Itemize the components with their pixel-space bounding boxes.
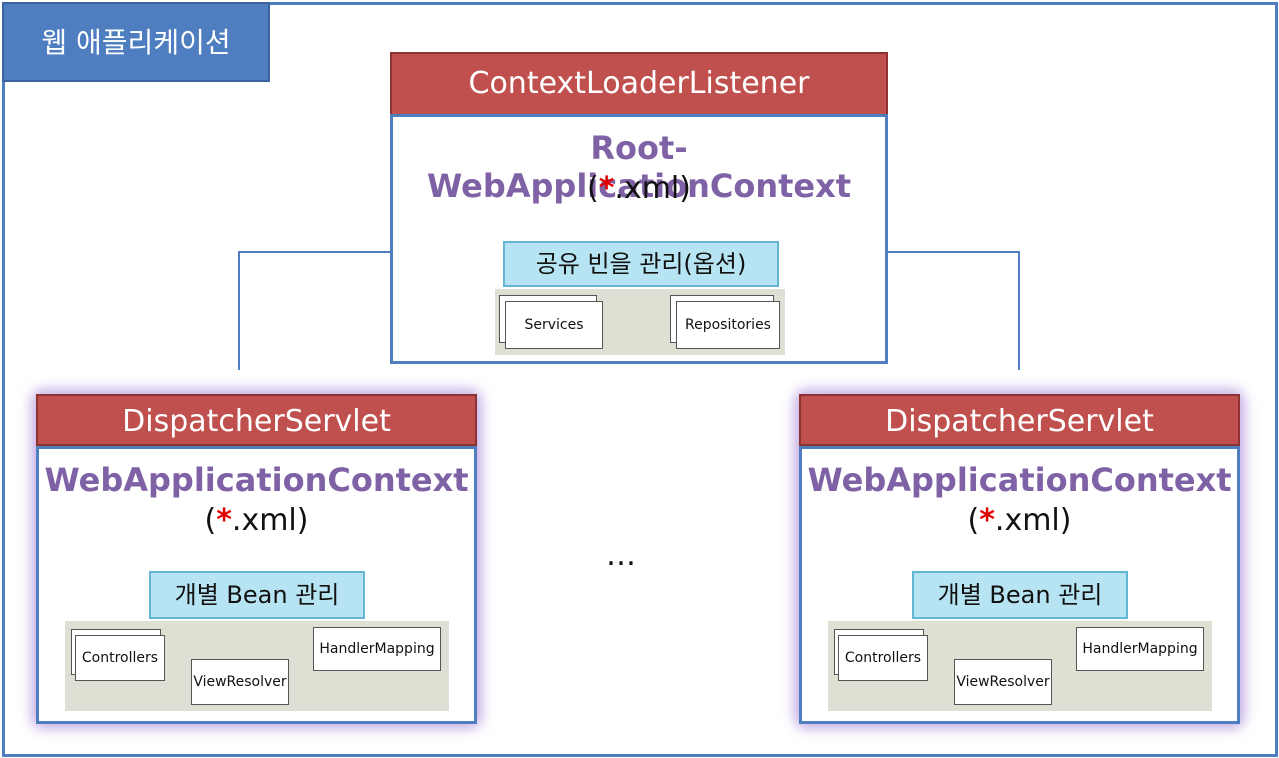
- right-web-context-box: WebApplicationContext (*.xml) 개별 Bean 관리…: [799, 446, 1240, 724]
- xml-wildcard-star: *: [216, 503, 232, 538]
- root-context-xml: (*.xml): [587, 171, 691, 206]
- left-viewresolver-component: ViewResolver: [191, 659, 289, 705]
- right-individual-bean-management-label: 개별 Bean 관리: [912, 571, 1128, 619]
- shared-bean-management-label: 공유 빈을 관리(옵션): [503, 241, 779, 287]
- connector-root-to-left-dispatcher: [238, 251, 392, 370]
- left-individual-bean-management-label: 개별 Bean 관리: [149, 571, 365, 619]
- right-controllers-label: Controllers: [838, 635, 928, 681]
- root-context-name: Root-WebApplicationContext: [426, 129, 852, 205]
- context-loader-listener-bar: ContextLoaderListener: [390, 52, 888, 116]
- left-web-context-xml: (*.xml): [204, 503, 309, 538]
- right-web-context-xml: (*.xml): [967, 503, 1072, 538]
- right-viewresolver-component: ViewResolver: [954, 659, 1052, 705]
- right-web-context-name: WebApplicationContext: [807, 461, 1232, 499]
- root-component-tray: Services Repositories: [495, 289, 785, 355]
- more-dispatchers-ellipsis: …: [606, 538, 636, 573]
- right-dispatcher-servlet-bar: DispatcherServlet: [799, 394, 1240, 446]
- left-handlermapping-component: HandlerMapping: [313, 627, 441, 671]
- left-component-tray: Controllers ViewResolver HandlerMapping: [65, 621, 449, 711]
- left-web-context-box: WebApplicationContext (*.xml) 개별 Bean 관리…: [36, 446, 477, 724]
- repositories-label: Repositories: [676, 301, 780, 349]
- xml-wildcard-star: *: [979, 503, 995, 538]
- left-controllers-label: Controllers: [75, 635, 165, 681]
- root-context-box: Root-WebApplicationContext (*.xml) 공유 빈을…: [390, 114, 888, 364]
- web-application-label: 웹 애플리케이션: [2, 2, 270, 82]
- right-component-tray: Controllers ViewResolver HandlerMapping: [828, 621, 1212, 711]
- services-label: Services: [505, 301, 603, 349]
- right-handlermapping-component: HandlerMapping: [1076, 627, 1204, 671]
- xml-wildcard-star: *: [598, 171, 615, 206]
- connector-root-to-right-dispatcher: [888, 251, 1020, 370]
- left-dispatcher-servlet-bar: DispatcherServlet: [36, 394, 477, 446]
- left-web-context-name: WebApplicationContext: [44, 461, 469, 499]
